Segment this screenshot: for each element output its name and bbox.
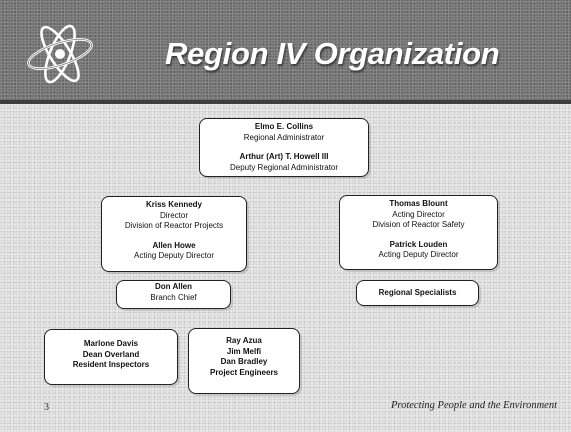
regional-specialists-box: Regional Specialists — [356, 280, 479, 306]
page-number: 3 — [44, 402, 49, 413]
footer-tagline: Protecting People and the Environment — [390, 400, 557, 411]
drs-director-role: Acting Director — [392, 209, 445, 219]
drs-deputy-role: Acting Deputy Director — [378, 250, 459, 259]
slide-title: Region IV Organization — [165, 36, 500, 71]
drp-director-role: Director — [159, 210, 188, 220]
resident-inspectors-box: Marlone Davis Dean Overland Resident Ins… — [44, 329, 178, 385]
deputy-admin-name: Arthur (Art) T. Howell III — [239, 152, 329, 161]
drp-director-name: Kriss Kennedy — [145, 200, 203, 209]
resident-inspector-name: Marlone Davis — [83, 339, 139, 348]
project-engineer-name: Ray Azua — [226, 336, 262, 345]
drs-deputy-name: Patrick Louden — [389, 239, 448, 249]
drp-deputy-name: Allen Howe — [152, 240, 196, 250]
regional-administrator-box: Elmo E. Collins Regional Administrator A… — [199, 118, 369, 177]
project-engineers-role: Project Engineers — [209, 367, 279, 377]
project-engineer-name: Dan Bradley — [220, 357, 268, 366]
regional-specialists-label: Regional Specialists — [378, 287, 457, 297]
reactor-safety-box: Thomas Blount Acting Director Division o… — [339, 195, 498, 270]
deputy-admin-role: Deputy Regional Administrator — [229, 162, 339, 172]
resident-inspector-name: Dean Overland — [82, 349, 140, 359]
branch-chief-role: Branch Chief — [150, 292, 197, 302]
resident-inspectors-role: Resident Inspectors — [72, 360, 150, 369]
drs-director-name: Thomas Blount — [389, 199, 448, 208]
drp-division: Division of Reactor Projects — [124, 221, 224, 230]
drp-deputy-role: Acting Deputy Director — [133, 251, 215, 260]
banner-divider — [0, 100, 571, 104]
branch-chief-name: Don Allen — [154, 282, 193, 291]
atom-logo-icon — [27, 24, 93, 84]
reactor-projects-box: Kriss Kennedy Director Division of React… — [101, 196, 247, 272]
project-engineer-name: Jim Melfi — [226, 346, 262, 356]
project-engineers-box: Ray Azua Jim Melfi Dan Bradley Project E… — [188, 328, 300, 394]
title-banner — [0, 0, 571, 100]
drs-division: Division of Reactor Safety — [372, 220, 465, 229]
regional-admin-name: Elmo E. Collins — [254, 122, 314, 131]
regional-admin-role: Regional Administrator — [243, 132, 325, 142]
branch-chief-box: Don Allen Branch Chief — [116, 280, 231, 309]
